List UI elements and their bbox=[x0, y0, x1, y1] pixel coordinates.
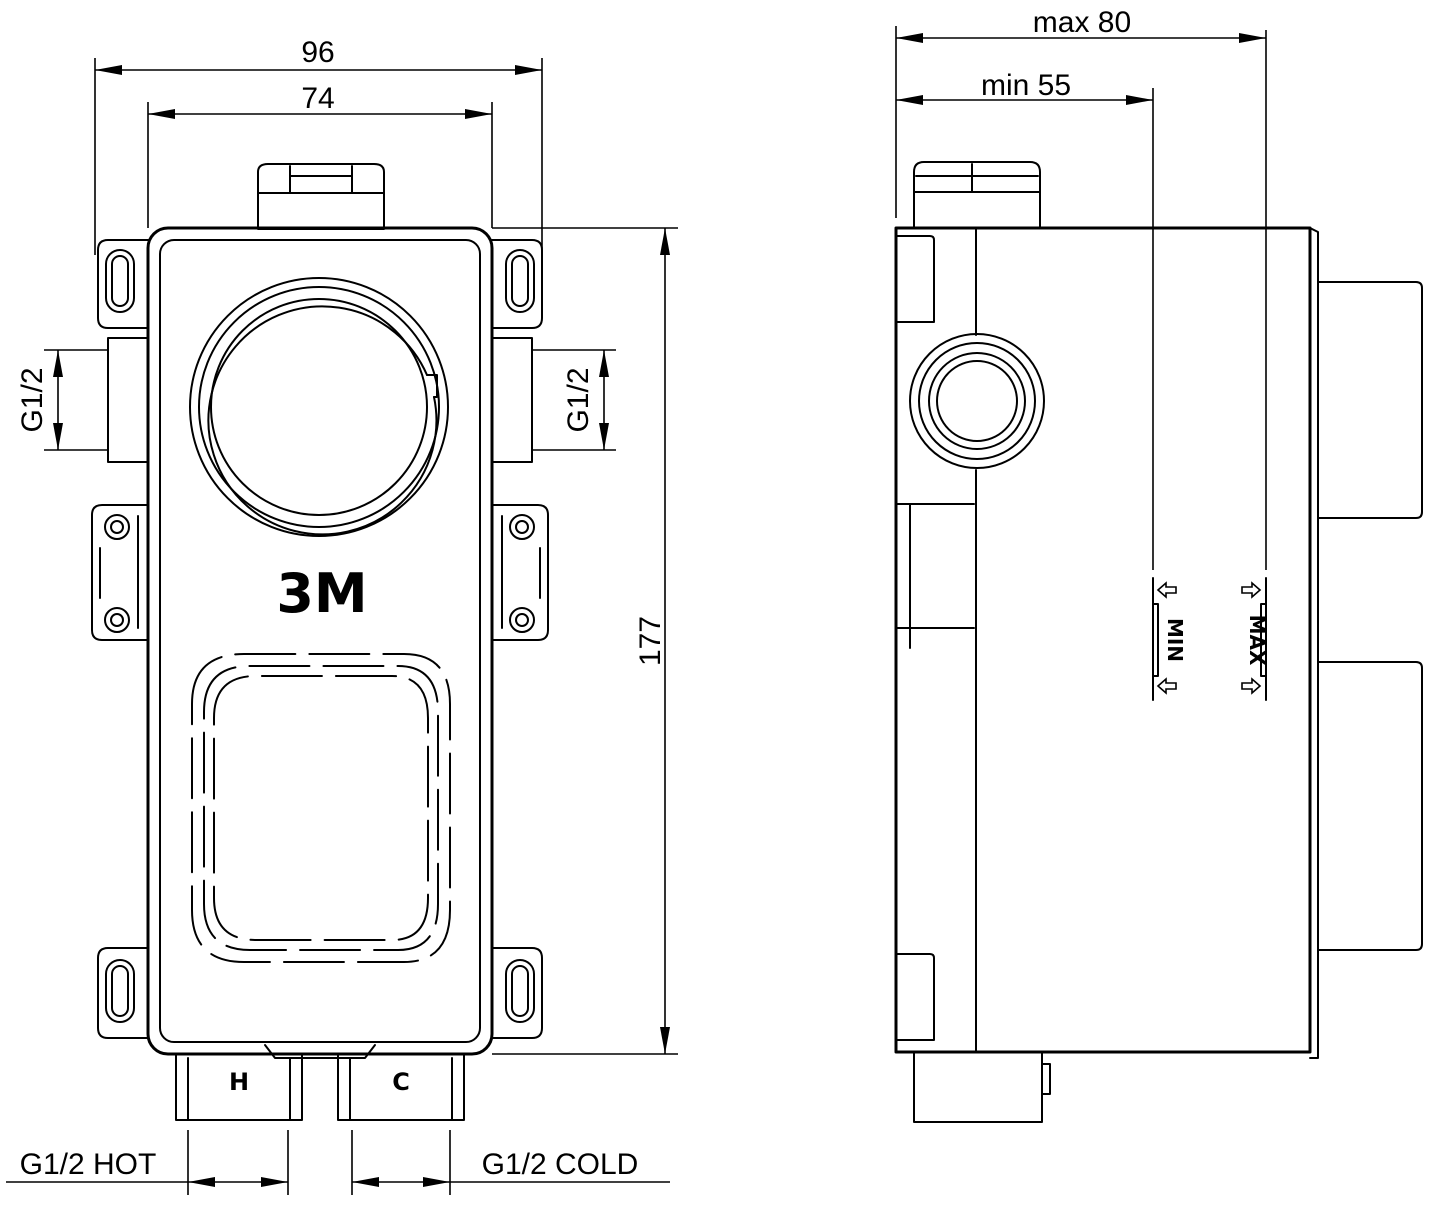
side-bottom-port bbox=[913, 1051, 1051, 1123]
mounting-lug-bottom-right bbox=[491, 947, 543, 1039]
lower-pocket-outline bbox=[191, 653, 451, 963]
dimension-thread-right: G1/2 bbox=[532, 349, 616, 451]
bottom-notch bbox=[264, 1044, 376, 1059]
port-cold: C bbox=[337, 1053, 465, 1121]
svg-text:G1/2 HOT: G1/2 HOT bbox=[20, 1148, 157, 1181]
brand-logo: 3M bbox=[276, 562, 367, 625]
svg-text:96: 96 bbox=[301, 36, 334, 69]
max-depth-marker: MAX bbox=[1241, 30, 1269, 701]
svg-text:74: 74 bbox=[301, 82, 334, 115]
svg-text:max 80: max 80 bbox=[1033, 6, 1131, 39]
svg-text:min 55: min 55 bbox=[981, 69, 1071, 102]
valve-opening-circle bbox=[189, 277, 449, 537]
mounting-lug-top-left bbox=[97, 239, 149, 329]
svg-text:G1/2: G1/2 bbox=[562, 367, 595, 432]
svg-text:C: C bbox=[392, 1068, 410, 1096]
svg-text:G1/2 COLD: G1/2 COLD bbox=[482, 1148, 639, 1181]
middle-bracket-left bbox=[91, 504, 149, 641]
side-port-right bbox=[491, 337, 533, 463]
plaster-guard-upper bbox=[1317, 281, 1423, 519]
svg-text:G1/2: G1/2 bbox=[16, 367, 49, 432]
port-hot: H bbox=[175, 1053, 303, 1121]
mounting-lug-top-right bbox=[491, 239, 543, 329]
dimension-hot-port: G1/2 HOT bbox=[6, 1130, 289, 1195]
svg-text:H: H bbox=[229, 1068, 249, 1096]
side-view: MIN MAX max 80 min 55 bbox=[894, 6, 1423, 1123]
side-port-left bbox=[107, 337, 149, 463]
side-top-hex-nut bbox=[913, 161, 1041, 229]
side-housing-outline bbox=[894, 226, 1312, 1054]
top-hex-nut bbox=[257, 163, 385, 230]
housing-inner-outline bbox=[159, 239, 481, 1043]
dimension-thread-left: G1/2 bbox=[16, 349, 108, 451]
min-depth-marker: MIN bbox=[1152, 88, 1187, 701]
dimension-cold-port: G1/2 COLD bbox=[351, 1130, 670, 1195]
dimension-height-177: 177 bbox=[492, 227, 678, 1055]
side-port-ring bbox=[909, 333, 1045, 469]
mounting-lug-bottom-left bbox=[97, 947, 149, 1039]
svg-text:177: 177 bbox=[634, 616, 667, 666]
front-view: 3M H C 96 7 bbox=[6, 36, 678, 1195]
dimension-width-74: 74 bbox=[147, 82, 493, 228]
svg-text:MIN: MIN bbox=[1163, 618, 1187, 662]
middle-bracket-right bbox=[491, 504, 549, 641]
dimension-max-80: max 80 bbox=[895, 6, 1266, 218]
plaster-guard-lower bbox=[1317, 661, 1423, 951]
dimension-min-55: min 55 bbox=[896, 69, 1153, 105]
housing-outline bbox=[146, 226, 494, 1056]
svg-text:MAX: MAX bbox=[1245, 615, 1269, 666]
dimension-width-96: 96 bbox=[94, 36, 543, 255]
